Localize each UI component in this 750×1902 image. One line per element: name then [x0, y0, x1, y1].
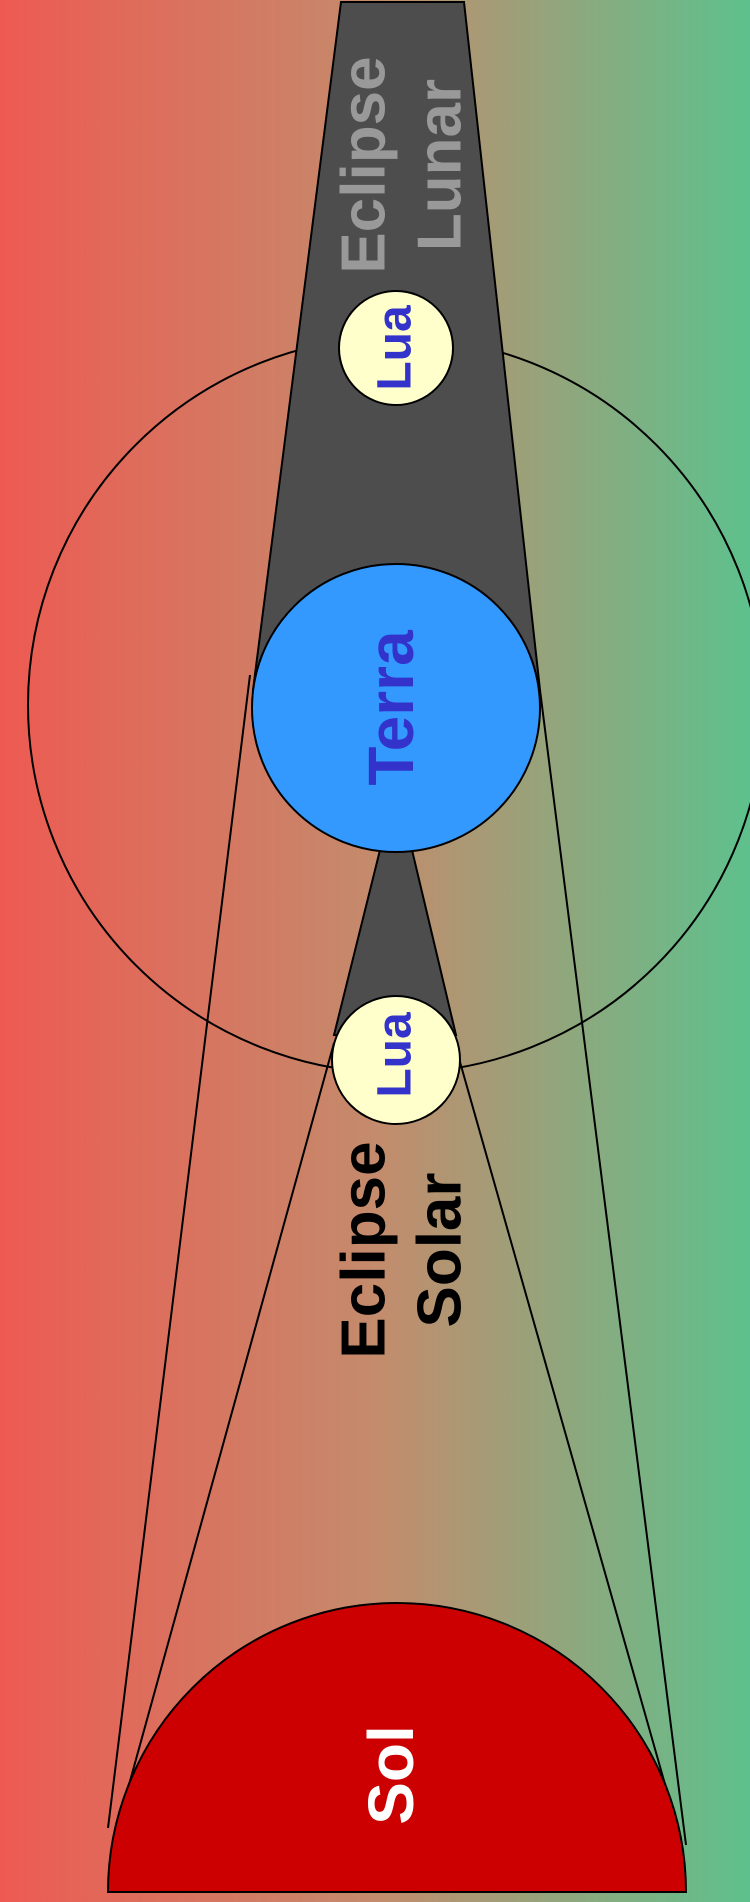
sun-ray-inner-left: [121, 1042, 335, 1811]
moon-lunar-eclipse: [338, 290, 454, 406]
lunar-eclipse-label-line2: Lunar: [405, 79, 474, 251]
earth-label: Terra: [355, 630, 427, 786]
solar-eclipse-label-line2: Solar: [405, 1172, 474, 1327]
moon-solar-eclipse: [331, 995, 461, 1125]
sun-ray-outer-left: [107, 674, 251, 1829]
solar-eclipse-label-line1: Eclipse: [329, 1141, 398, 1358]
lunar-eclipse-label-line1: Eclipse: [329, 56, 398, 273]
moon-lunar-eclipse-label: Lua: [369, 305, 422, 391]
sun: [106, 1602, 688, 1893]
earth: [251, 563, 541, 853]
sun-ray-outer-right: [539, 689, 687, 1846]
sun-label: Sol: [355, 1725, 427, 1825]
moon-solar-eclipse-label: Lua: [369, 1012, 422, 1098]
sun-ray-inner-right: [457, 1054, 679, 1831]
